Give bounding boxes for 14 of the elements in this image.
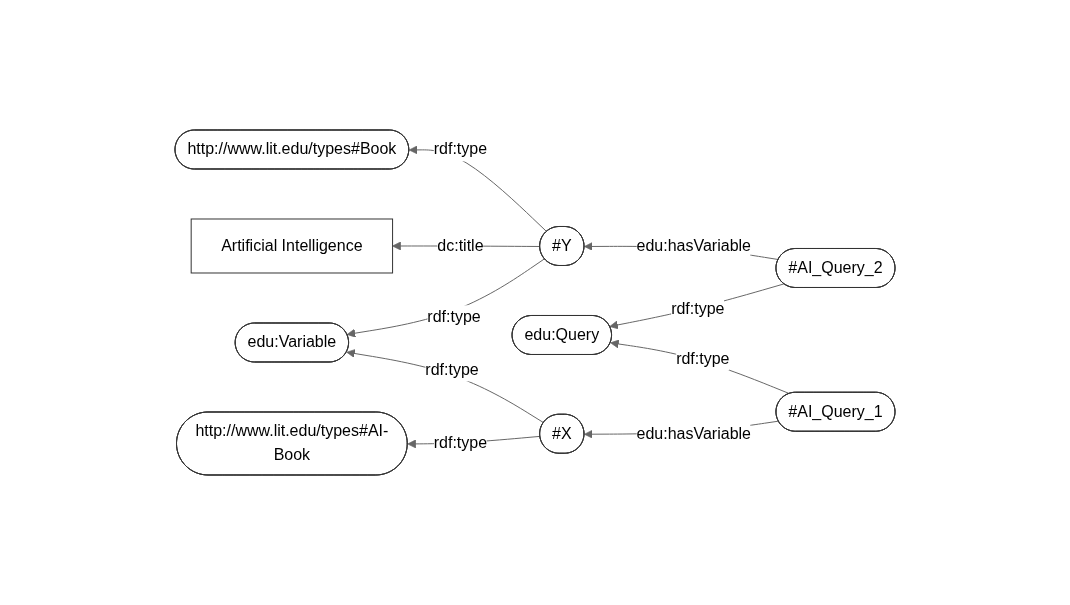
edge-label: rdf:type: [671, 299, 725, 317]
edge-label: rdf:type: [427, 308, 481, 326]
arrow: [346, 258, 546, 338]
edge-label: rdf:type: [433, 434, 488, 452]
arrow: [610, 339, 791, 395]
edge-label: rdf:type: [676, 349, 730, 367]
edge-label: rdf:type: [433, 140, 488, 158]
arrow: [346, 349, 545, 424]
arrow: [609, 283, 785, 330]
node-box: Artificial Intelligence: [190, 218, 394, 274]
edge-label: edu:hasVariable: [636, 237, 751, 254]
edge-label: edu:hasVariable: [636, 424, 751, 442]
edge-label: rdf:type: [425, 360, 479, 378]
edge-label: dc:title: [437, 237, 484, 254]
